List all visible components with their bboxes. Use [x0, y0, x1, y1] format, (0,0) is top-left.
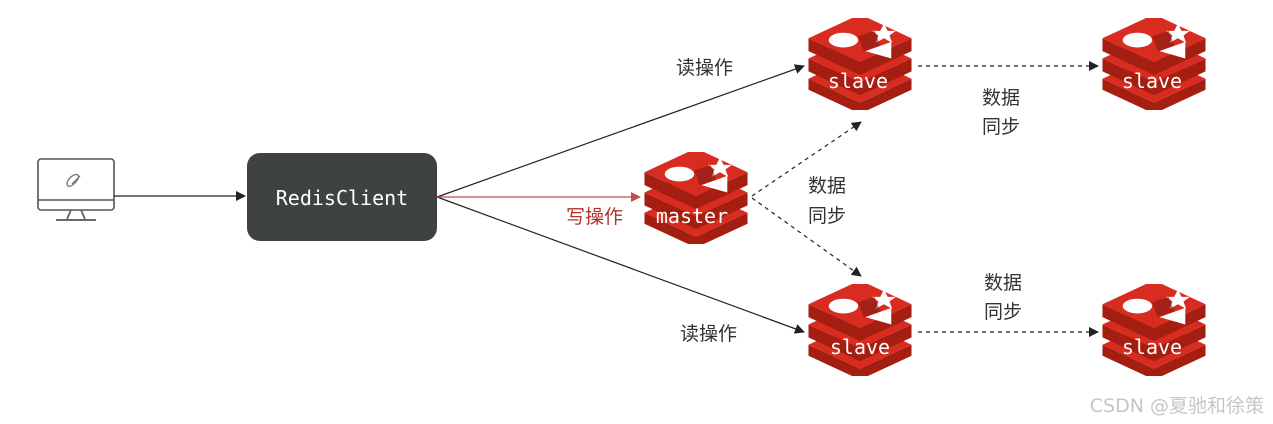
sync-label-master: 数据 [808, 175, 846, 197]
watermark: CSDN @夏驰和徐策 [1090, 395, 1264, 417]
redis-client-label: RedisClient [276, 186, 408, 210]
master-node: master [644, 152, 748, 244]
edge-master-to-slave-top [751, 121, 862, 197]
slave-node-bottom-right: slave [1102, 284, 1206, 376]
slave-node-bottom: slave [808, 284, 912, 376]
read-label-top: 读操作 [676, 57, 733, 79]
sync-label-bottom: 数据 [984, 272, 1022, 294]
slave-label: slave [1122, 335, 1182, 359]
computer-monitor-icon [37, 158, 115, 221]
sync-label-bottom-line2: 同步 [984, 301, 1022, 323]
read-label-bottom: 读操作 [680, 323, 737, 345]
write-label: 写操作 [566, 206, 623, 228]
sync-label-top-line2: 同步 [982, 116, 1020, 138]
slave-node-top-right: slave [1102, 18, 1206, 110]
slave-node-top: slave [808, 18, 912, 110]
slave-label: slave [830, 335, 890, 359]
edge-client-to-slave-bottom [436, 196, 805, 334]
sync-label-master-line2: 同步 [808, 205, 846, 227]
edge-master-to-slave-bottom [751, 197, 862, 277]
sync-label-top: 数据 [982, 87, 1020, 109]
redis-client-node: RedisClient [247, 153, 437, 241]
edge-client-to-slave-top [436, 64, 805, 198]
master-label: master [656, 204, 728, 228]
slave-label: slave [1122, 69, 1182, 93]
slave-label: slave [828, 69, 888, 93]
